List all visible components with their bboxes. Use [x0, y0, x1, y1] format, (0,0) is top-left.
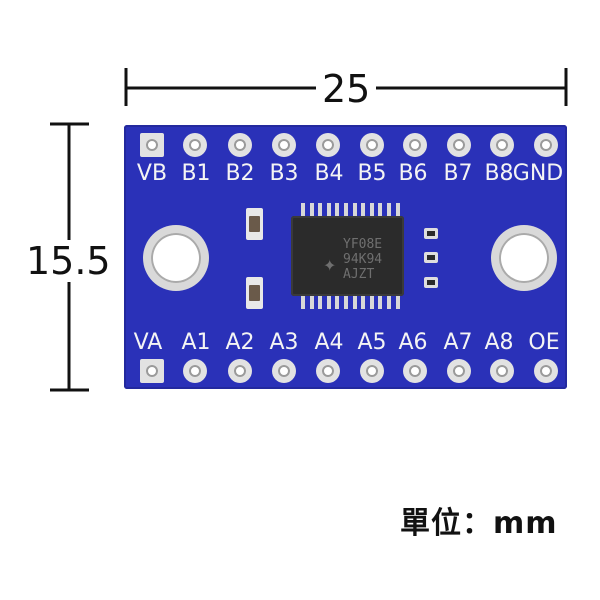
chip-pin-bottom: [369, 295, 374, 309]
bottom-pin-label: A2: [225, 330, 255, 355]
chip-marking-line-2: 94K94: [343, 252, 383, 267]
bottom-pin-pad-a3: [272, 359, 296, 383]
smd-component-1: [424, 228, 438, 239]
top-pin-label: B5: [357, 161, 387, 186]
bottom-pin-pad-a7: [447, 359, 471, 383]
top-pin-pad-b4: [316, 133, 340, 157]
top-pin-pad-b7: [447, 133, 471, 157]
capacitor-bottom: [246, 277, 263, 309]
top-pin-label: B8: [484, 161, 514, 186]
top-pin-pad-b3: [272, 133, 296, 157]
bottom-pin-pad-oe: [534, 359, 558, 383]
bottom-pin-pad-va: [140, 359, 164, 383]
chip-pin-top: [309, 203, 314, 217]
chip-pin-top: [352, 203, 357, 217]
smd-component-2: [424, 252, 438, 263]
left-mounting-hole: [143, 225, 209, 291]
chip-pin-top: [369, 203, 374, 217]
top-pin-pad-b2: [228, 133, 252, 157]
chip-pin-bottom: [395, 295, 400, 309]
chip-pin-bottom: [335, 295, 340, 309]
right-mounting-hole: [491, 225, 557, 291]
bottom-pin-pad-a5: [360, 359, 384, 383]
chip-pin-top: [395, 203, 400, 217]
chip-marking-line-3: AJZT: [343, 267, 375, 282]
bottom-pin-pad-a4: [316, 359, 340, 383]
chip-pin-top: [335, 203, 340, 217]
bottom-pin-label: A4: [314, 330, 344, 355]
bottom-pin-label: A1: [181, 330, 211, 355]
chip-pin-top: [344, 203, 348, 217]
top-pin-pad-gnd: [534, 133, 558, 157]
chip-pin-bottom: [301, 295, 305, 309]
chip-pin-bottom: [318, 295, 323, 309]
chip-pin-top: [387, 203, 391, 217]
width-dimension-label: 25: [316, 70, 377, 108]
chip-pin-bottom: [378, 295, 383, 309]
height-dimension-label: 15.5: [24, 239, 113, 283]
smd-component-3: [424, 277, 438, 288]
chip-pin-bottom: [344, 295, 348, 309]
bottom-pin-pad-a2: [228, 359, 252, 383]
bottom-pin-pad-a6: [403, 359, 427, 383]
chip-pin-top: [326, 203, 331, 217]
top-pin-pad-b5: [360, 133, 384, 157]
top-pin-label: B3: [269, 161, 299, 186]
chip-pin-top: [378, 203, 383, 217]
top-pin-label: B6: [398, 161, 428, 186]
bottom-pin-label: A6: [398, 330, 428, 355]
chip-pin-bottom: [352, 295, 357, 309]
top-pin-pad-b6: [403, 133, 427, 157]
chip-pin-bottom: [387, 295, 391, 309]
top-pin-label: B4: [314, 161, 344, 186]
ic-chip: YF08E 94K94 AJZT ✦: [291, 216, 404, 296]
chip-pin-bottom: [309, 295, 314, 309]
bottom-pin-pad-a1: [183, 359, 207, 383]
top-pin-label: B1: [181, 161, 211, 186]
top-pin-label: VB: [136, 161, 168, 186]
bottom-pin-label: A7: [443, 330, 473, 355]
chip-pin-top: [318, 203, 323, 217]
bottom-pin-label: A8: [484, 330, 514, 355]
top-pin-pad-b1: [183, 133, 207, 157]
bottom-pin-label: VA: [133, 330, 163, 355]
capacitor-top: [246, 208, 263, 240]
top-pin-pad-vb: [140, 133, 164, 157]
chip-pin-top: [361, 203, 366, 217]
unit-label: 單位：mm: [400, 506, 558, 541]
chip-pin-bottom: [361, 295, 366, 309]
top-pin-label: B2: [225, 161, 255, 186]
chip-pin-bottom: [326, 295, 331, 309]
bottom-pin-pad-a8: [490, 359, 514, 383]
chip-pin-top: [301, 203, 305, 217]
top-pin-label: GND: [512, 161, 564, 186]
chip-marking-line-1: YF08E: [343, 237, 383, 252]
bottom-pin-label: A3: [269, 330, 299, 355]
bottom-pin-label: A5: [357, 330, 387, 355]
ti-logo-icon: ✦: [323, 258, 337, 275]
top-pin-label: B7: [443, 161, 473, 186]
bottom-pin-label: OE: [528, 330, 560, 355]
top-pin-pad-b8: [490, 133, 514, 157]
